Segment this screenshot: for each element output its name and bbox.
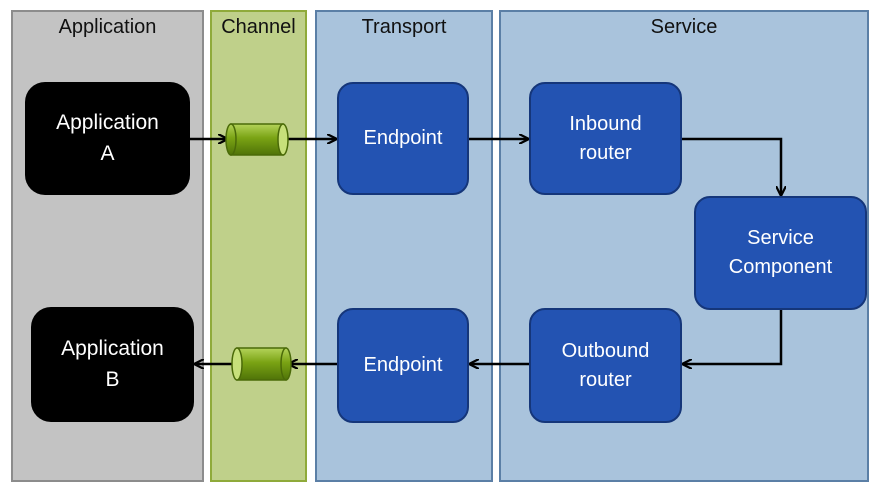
inbound-router-box: Inbound router xyxy=(529,82,682,195)
outbound-router-box: Outbound router xyxy=(529,308,682,423)
endpoint-inbound-label: Endpoint xyxy=(363,127,443,149)
lane-title-application: Application xyxy=(58,16,157,38)
application-b-label: Application B xyxy=(61,337,164,391)
channel-pipe-icon xyxy=(225,123,289,156)
lane-title-service: Service xyxy=(650,16,718,38)
inbound-router-label: Inbound router xyxy=(569,112,642,164)
outbound-router-label: Outbound router xyxy=(561,339,650,391)
application-a-box: Application A xyxy=(25,82,190,195)
channel-pipe-icon xyxy=(231,347,292,381)
lane-title-transport: Transport xyxy=(361,16,447,38)
service-component-label: Service Component xyxy=(728,227,833,278)
application-a-label: Application A xyxy=(56,111,159,165)
lane-title-channel: Channel xyxy=(221,16,296,38)
endpoint-outbound-label: Endpoint xyxy=(363,354,443,376)
arrow-inbound-router-to-service xyxy=(682,137,781,194)
service-component-box: Service Component xyxy=(694,196,867,310)
application-b-box: Application B xyxy=(31,307,194,422)
lane-channel: Channel xyxy=(210,10,307,482)
arrow-service-to-outbound-router xyxy=(684,310,783,364)
endpoint-inbound-box: Endpoint xyxy=(337,82,469,195)
endpoint-outbound-box: Endpoint xyxy=(337,308,469,423)
